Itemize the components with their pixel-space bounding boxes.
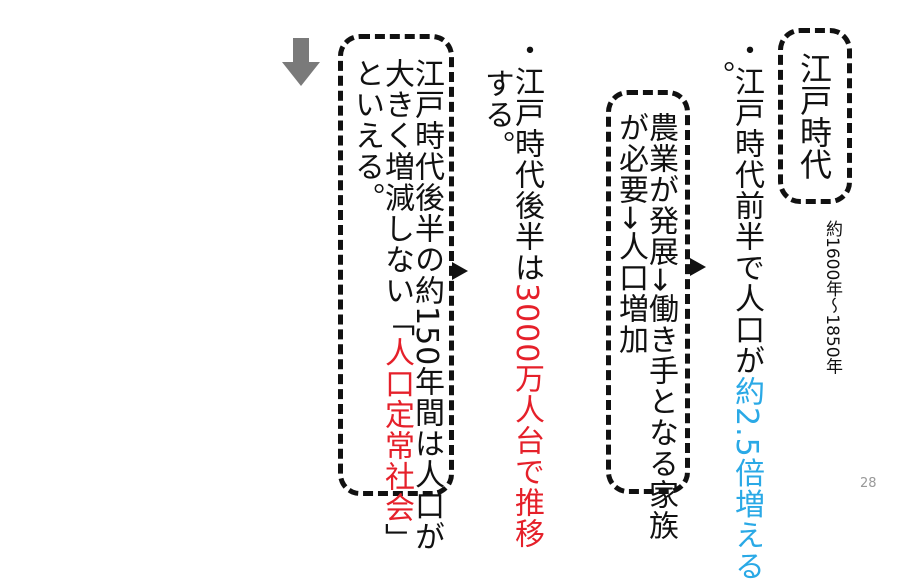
point-2: ・江戸時代後半は3000万人台で推移: [508, 35, 544, 549]
page-title: 江戸時代: [795, 52, 833, 180]
bullet-1: ・: [729, 35, 764, 66]
point-2-end: する。: [479, 68, 514, 161]
point-1-wrap: 。: [698, 60, 734, 91]
period-label: 約1600年〜1850年: [822, 220, 842, 375]
point-2-text: 江戸時代後半は: [509, 66, 544, 283]
conclusion-line-1: 江戸時代後半の約150年間は人口が: [409, 58, 444, 553]
title-box: [778, 28, 852, 204]
cause-line-1: 農業が発展→働き手となる家族: [643, 112, 678, 542]
play-arrow-icon: [690, 258, 706, 276]
cause-box: [606, 90, 690, 494]
conclusion-line-3: といえる。: [349, 58, 384, 213]
conclusion-highlight: 人口定常社会: [379, 337, 414, 523]
point-1: ・江戸時代前半で人口が約2.5倍増える: [728, 35, 764, 582]
bullet-2: ・: [509, 35, 544, 66]
point-2-wrap: する。: [478, 68, 514, 161]
point-1-end: 。: [699, 60, 734, 91]
cause-line-2: が必要→人口増加: [613, 112, 648, 356]
conclusion-box: [338, 34, 454, 496]
point-2-highlight: 3000万人台で推移: [509, 283, 544, 550]
point-1-text: 江戸時代前半で人口が: [729, 66, 764, 376]
play-arrow-icon: [452, 262, 468, 280]
conclusion-line-2-close: 」: [379, 523, 414, 554]
conclusion-line-2-text: 大きく増減しない「: [379, 58, 414, 337]
point-1-highlight: 約2.5倍増える: [729, 376, 764, 582]
page-number: 28: [860, 476, 877, 491]
conclusion-line-2: 大きく増減しない「人口定常社会」: [378, 58, 414, 554]
down-arrow-icon: [282, 38, 320, 86]
